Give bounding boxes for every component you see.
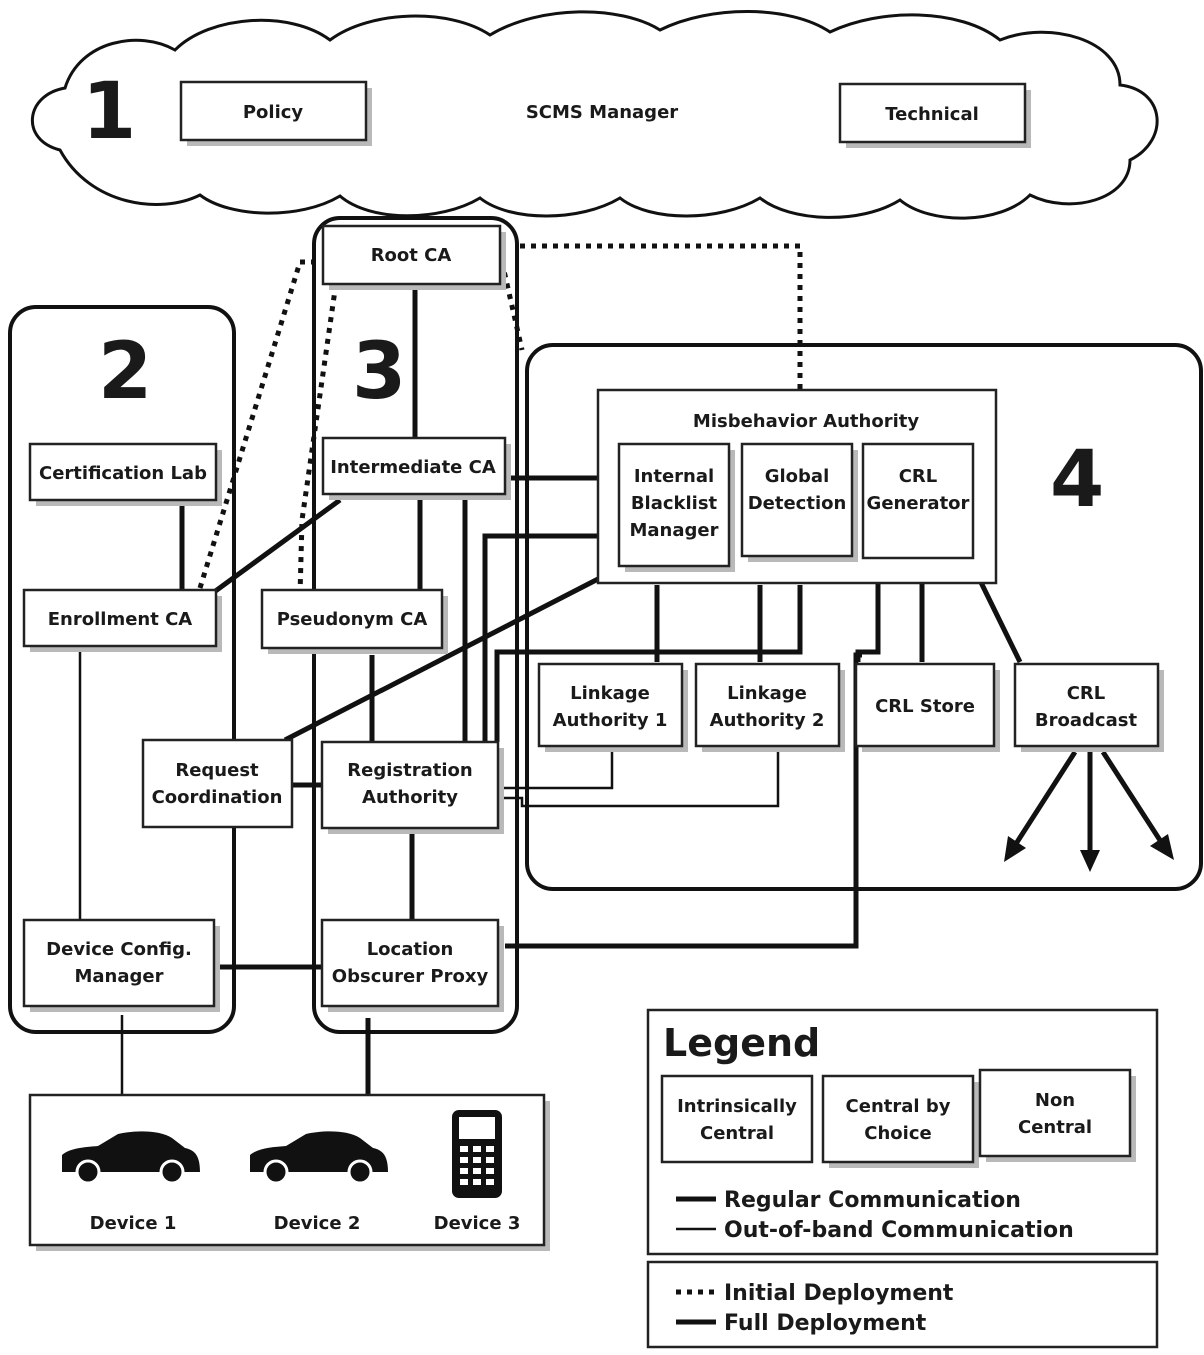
device-3-label: Device 3 [434,1213,521,1234]
legend-non-central-line2: Central [1018,1117,1092,1138]
scms-manager-label: SCMS Manager [526,102,678,123]
crl-generator-line1: CRL [899,466,938,487]
device-1-label: Device 1 [90,1213,177,1234]
device-config-manager-line1: Device Config. [46,939,192,960]
crl-store-node: CRL Store [854,662,1000,752]
enrollment-ca-label: Enrollment CA [48,609,193,630]
request-coordination-line2: Coordination [152,787,283,808]
registration-authority-line2: Authority [362,787,458,808]
region-1-number: 1 [82,67,136,157]
technical-box [838,82,1027,144]
device-config-manager-line2: Manager [75,966,164,987]
legend-title: Legend [663,1021,820,1065]
region-4-number: 4 [1050,435,1104,525]
crl-broadcast-node: CRL Broadcast [1013,662,1164,752]
car-icon [62,1131,200,1185]
global-detection-line1: Global [765,466,830,487]
global-detection-node: Global Detection [740,442,858,562]
internal-blacklist-manager-line3: Manager [630,520,719,541]
legend-intrinsically-central-line2: Central [700,1123,774,1144]
registration-authority-node: Registration Authority [320,740,504,834]
legend-central-by-choice-line2: Choice [864,1123,931,1144]
linkage-authority-2-node: Linkage Authority 2 [694,662,845,752]
policy-box [179,80,368,142]
legend-intrinsically-central-line1: Intrinsically [677,1096,797,1117]
legend-full-deployment: Full Deployment [724,1311,927,1336]
location-obscurer-proxy-line2: Obscurer Proxy [332,966,489,987]
certification-lab-label: Certification Lab [39,463,207,484]
legend-non-central-swatch [978,1068,1132,1158]
crl-broadcast-line1: CRL [1067,683,1106,704]
region-2-number: 2 [98,327,152,417]
linkage-authority-2-line1: Linkage [727,683,807,704]
internal-blacklist-manager-node: Internal Blacklist Manager [617,442,735,572]
enrollment-ca-node: Enrollment CA [22,588,222,652]
legend-central-by-choice-line1: Central by [846,1096,951,1117]
internal-blacklist-manager-line2: Blacklist [631,493,718,514]
phone-icon [452,1110,502,1198]
crl-store-label: CRL Store [875,696,975,717]
internal-blacklist-manager-line1: Internal [634,466,714,487]
scms-manager-cloud: 1 Policy SCMS Manager Technical [31,10,1159,220]
linkage-authority-1-line2: Authority 1 [553,710,668,731]
global-detection-line2: Detection [748,493,847,514]
crl-broadcast-line2: Broadcast [1035,710,1138,731]
intermediate-ca-label: Intermediate CA [330,457,496,478]
misbehavior-authority-node: Misbehavior Authority Internal Blacklist… [596,388,998,585]
certification-lab-node: Certification Lab [28,442,222,506]
crl-generator-line2: Generator [867,493,970,514]
misbehavior-authority-label: Misbehavior Authority [693,411,919,432]
intermediate-ca-node: Intermediate CA [321,436,511,500]
car-icon [250,1131,388,1185]
legend-initial-deployment: Initial Deployment [724,1281,954,1306]
pseudonym-ca-label: Pseudonym CA [277,609,428,630]
legend-intrinsically-central-swatch [660,1074,814,1164]
registration-authority-line1: Registration [347,760,472,781]
policy-label: Policy [243,102,304,123]
legend-out-of-band-communication: Out-of-band Communication [724,1218,1074,1243]
device-2-label: Device 2 [274,1213,361,1234]
legend-non-central-line1: Non [1035,1090,1075,1111]
location-obscurer-proxy-node: Location Obscurer Proxy [320,918,504,1012]
connectors [78,243,1174,1095]
linkage-authority-1-line1: Linkage [570,683,650,704]
legend-regular-communication: Regular Communication [724,1188,1021,1213]
location-obscurer-proxy-line1: Location [367,939,454,960]
root-ca-node: Root CA [321,224,506,290]
legend-central-by-choice-swatch [821,1074,975,1164]
crl-generator-node: CRL Generator [861,442,975,560]
root-ca-label: Root CA [371,245,452,266]
request-coordination-line1: Request [175,760,259,781]
pseudonym-ca-node: Pseudonym CA [260,588,448,654]
request-coordination-node: Request Coordination [141,738,294,829]
technical-label: Technical [885,104,979,125]
region-3-number: 3 [352,327,406,417]
linkage-authority-1-node: Linkage Authority 1 [537,662,688,752]
legend: Legend Intrinsically Central Central by … [646,1008,1159,1349]
devices-panel: Device 1 Device 2 Device 3 [28,1093,550,1251]
legend-deployment-box [646,1260,1159,1349]
linkage-authority-2-line2: Authority 2 [710,710,825,731]
device-config-manager-node: Device Config. Manager [22,918,220,1012]
